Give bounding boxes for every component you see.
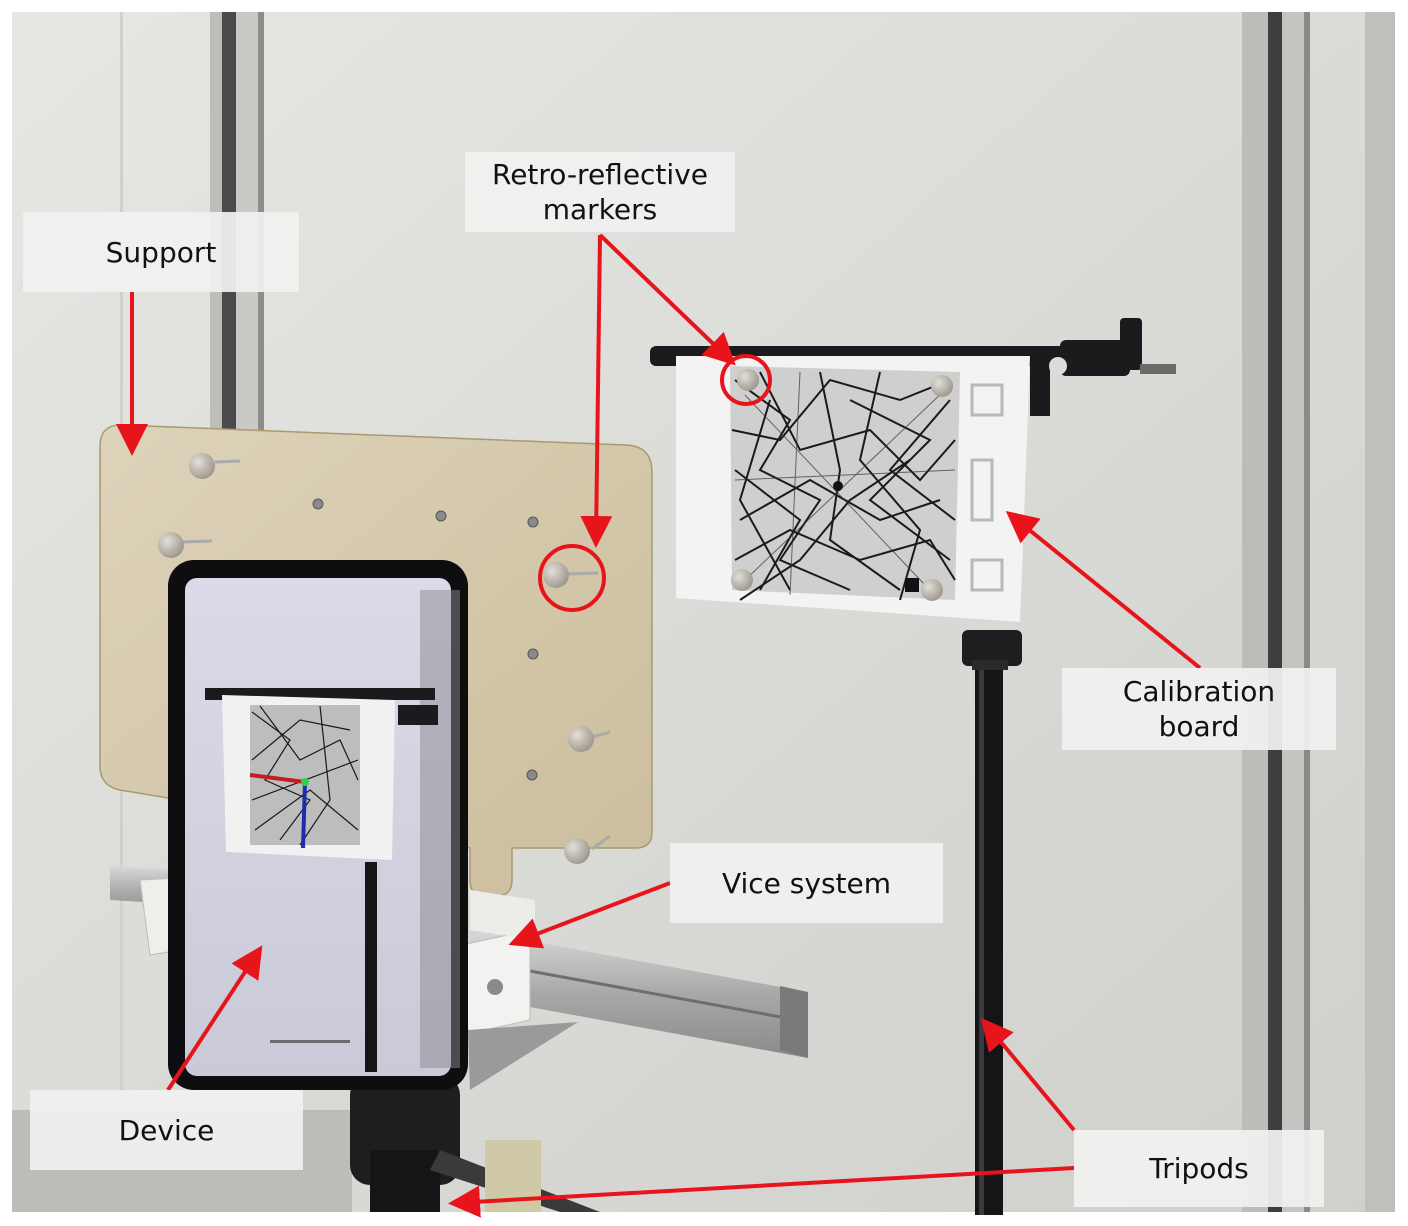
retro-reflective-markers-label: Retro-reflective markers <box>465 152 735 232</box>
device-tablet <box>168 560 468 1090</box>
right-tripod <box>962 630 1022 1215</box>
device-label: Device <box>30 1090 303 1170</box>
vice-system-label: Vice system <box>670 843 943 923</box>
marker-highlight-circle <box>720 354 772 406</box>
tripods-label: Tripods <box>1074 1130 1324 1207</box>
marker-highlight-circle <box>538 544 606 612</box>
calibration-board <box>676 356 1030 622</box>
support-label: Support <box>23 212 299 292</box>
annotation-arrows <box>116 233 1202 1218</box>
calibration-board-label: Calibration board <box>1062 668 1336 750</box>
